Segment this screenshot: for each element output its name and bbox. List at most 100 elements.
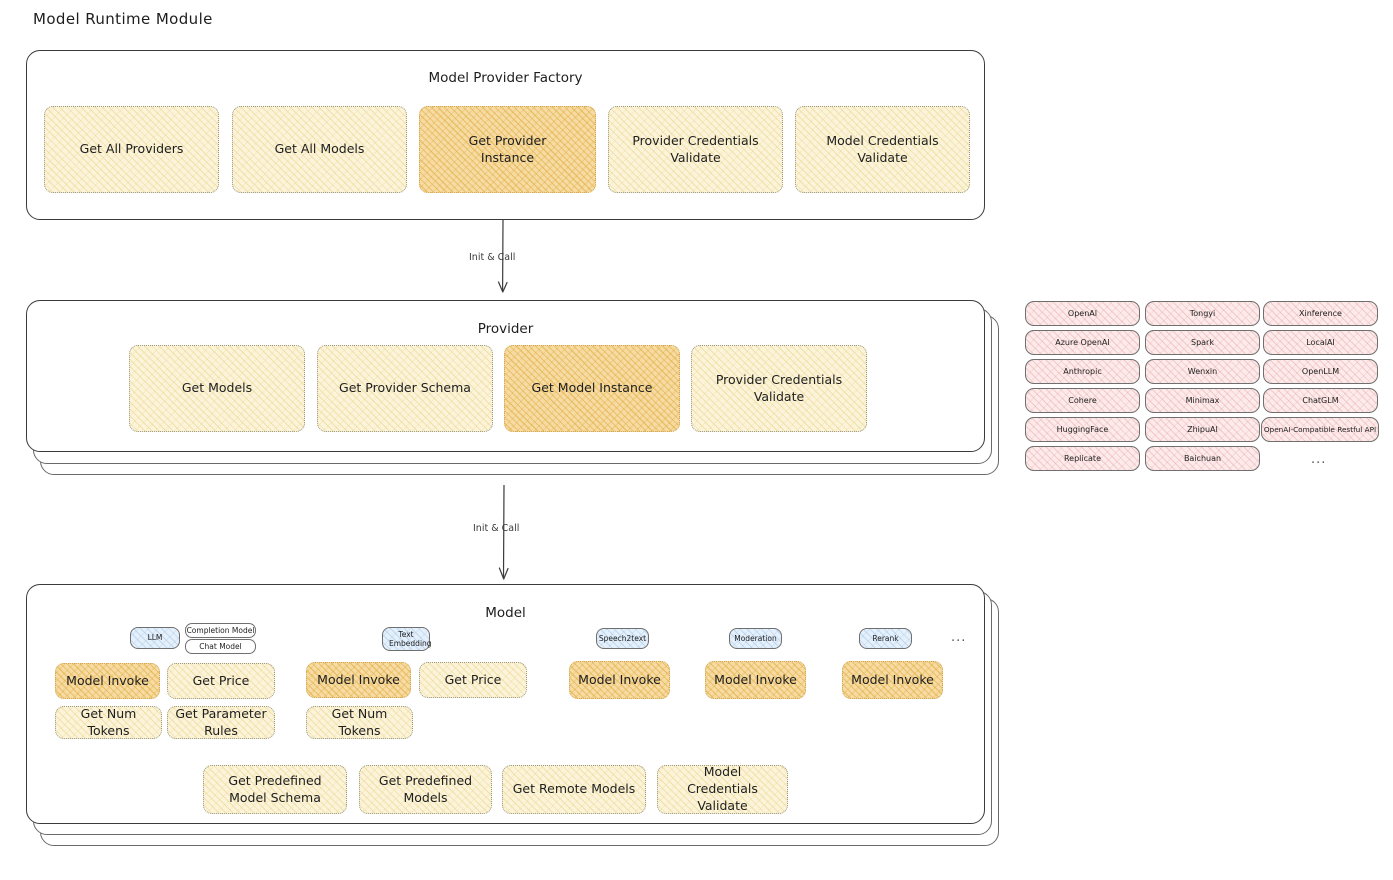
model-type-label: Rerank — [872, 633, 899, 643]
provider-chip-label: HuggingFace — [1056, 425, 1109, 434]
llm-op-get-price[interactable]: Get Price — [167, 663, 275, 699]
model-common-op-model-credentials-validate[interactable]: Model Credentials Validate — [657, 764, 788, 814]
model-common-op-get-predefined-models[interactable]: Get Predefined Models — [359, 765, 492, 814]
provider-chip-spark[interactable]: Spark — [1145, 330, 1260, 355]
provider-box-label: Get Provider Schema — [339, 380, 471, 396]
provider-chip-label: Cohere — [1068, 396, 1097, 405]
provider-chip-label: Baichuan — [1183, 454, 1222, 463]
provider-chip-openllm[interactable]: OpenLLM — [1263, 359, 1378, 384]
llm-op-get-parameter-rules[interactable]: Get Parameter Rules — [167, 706, 275, 739]
model-type-label: Moderation — [734, 633, 777, 643]
provider-list-more: ... — [1311, 452, 1327, 467]
provider-chip-azure-openai[interactable]: Azure OpenAI — [1025, 330, 1140, 355]
model-subtype-label: Completion Model — [186, 626, 255, 635]
text-embedding-op-get-price[interactable]: Get Price — [419, 662, 527, 698]
provider-box-label: Provider Credentials Validate — [715, 371, 843, 404]
op-label: Get Parameter Rules — [175, 705, 267, 738]
op-label: Get Num Tokens — [80, 705, 137, 738]
op-label: Model Invoke — [578, 671, 661, 687]
provider-chip-baichuan[interactable]: Baichuan — [1145, 446, 1260, 471]
provider-chip-zhipuai[interactable]: ZhipuAI — [1145, 417, 1260, 442]
provider-chip-label: ZhipuAI — [1187, 425, 1218, 434]
model-subtype-label: Chat Model — [199, 642, 242, 651]
provider-chip-chatglm[interactable]: ChatGLM — [1263, 388, 1378, 413]
provider-chip-localai[interactable]: LocalAI — [1263, 330, 1378, 355]
connector-provider-to-model-label: Init & Call — [473, 523, 520, 534]
page-title: Model Runtime Module — [33, 10, 213, 28]
provider-chip-label: Replicate — [1063, 454, 1101, 463]
op-label: Model Invoke — [317, 671, 400, 687]
provider-chip-huggingface[interactable]: HuggingFace — [1025, 417, 1140, 442]
factory-box-get-all-providers[interactable]: Get All Providers — [44, 106, 219, 193]
provider-title: Provider — [477, 321, 534, 337]
op-label: Get Predefined Models — [378, 772, 473, 805]
op-label: Get Remote Models — [512, 781, 636, 797]
provider-chip-minimax[interactable]: Minimax — [1145, 388, 1260, 413]
provider-box-get-models[interactable]: Get Models — [129, 345, 305, 432]
factory-box-label: Model Credentials Validate — [826, 132, 939, 165]
model-provider-factory-title: Model Provider Factory — [428, 70, 583, 86]
provider-chip-label: ChatGLM — [1302, 396, 1339, 405]
factory-box-get-provider-instance[interactable]: Get Provider Instance — [419, 106, 596, 193]
provider-chip-replicate[interactable]: Replicate — [1025, 446, 1140, 471]
speech2text-op-model-invoke[interactable]: Model Invoke — [569, 661, 670, 699]
provider-chip-label: Tongyi — [1189, 309, 1216, 318]
op-label: Get Price — [192, 672, 250, 688]
rerank-op-model-invoke[interactable]: Model Invoke — [842, 661, 943, 699]
factory-box-label: Get All Providers — [79, 141, 184, 157]
model-subtype-chip-completion-model[interactable]: Completion Model — [185, 623, 256, 638]
provider-chip-anthropic[interactable]: Anthropic — [1025, 359, 1140, 384]
model-type-chip-moderation[interactable]: Moderation — [729, 628, 782, 649]
provider-chip-label: Minimax — [1185, 396, 1220, 405]
model-common-op-get-predefined-model-schema[interactable]: Get Predefined Model Schema — [203, 765, 347, 814]
provider-chip-label: OpenLLM — [1301, 367, 1340, 376]
connector-factory-to-provider — [497, 220, 508, 293]
op-label: Get Num Tokens — [331, 705, 388, 738]
provider-chip-label: Azure OpenAI — [1055, 338, 1110, 347]
model-subtype-chip-chat-model[interactable]: Chat Model — [185, 639, 256, 654]
provider-box-get-model-instance[interactable]: Get Model Instance — [504, 345, 680, 432]
model-type-chip-speech2text[interactable]: Speech2text — [596, 628, 649, 649]
model-common-op-get-remote-models[interactable]: Get Remote Models — [502, 765, 646, 814]
model-title: Model — [485, 605, 526, 621]
model-type-label: Text Embedding — [389, 629, 432, 648]
model-panel: Model — [26, 584, 985, 824]
model-type-chip-rerank[interactable]: Rerank — [859, 628, 912, 649]
factory-box-provider-credentials-validate[interactable]: Provider Credentials Validate — [608, 106, 783, 193]
provider-chip-label: LocalAI — [1306, 338, 1335, 347]
text-embedding-op-model-invoke[interactable]: Model Invoke — [306, 662, 411, 698]
factory-box-model-credentials-validate[interactable]: Model Credentials Validate — [795, 106, 970, 193]
llm-op-model-invoke[interactable]: Model Invoke — [55, 663, 160, 699]
moderation-op-model-invoke[interactable]: Model Invoke — [705, 661, 806, 699]
op-label: Get Price — [444, 671, 502, 687]
provider-chip-tongyi[interactable]: Tongyi — [1145, 301, 1260, 326]
op-label: Get Predefined Model Schema — [228, 772, 322, 805]
model-type-chip-llm[interactable]: LLM — [130, 627, 180, 649]
op-label: Model Credentials Validate — [687, 764, 758, 813]
provider-chip-label: OpenAI — [1067, 309, 1098, 318]
provider-chip-wenxin[interactable]: Wenxin — [1145, 359, 1260, 384]
op-label: Model Invoke — [851, 671, 934, 687]
provider-chip-cohere[interactable]: Cohere — [1025, 388, 1140, 413]
factory-box-label: Get All Models — [274, 141, 365, 157]
llm-op-get-num-tokens[interactable]: Get Num Tokens — [55, 706, 162, 739]
model-type-chip-text-embedding[interactable]: Text Embedding — [382, 627, 432, 651]
text-embedding-op-get-num-tokens[interactable]: Get Num Tokens — [306, 706, 413, 739]
factory-box-get-all-models[interactable]: Get All Models — [232, 106, 407, 193]
provider-box-get-provider-schema[interactable]: Get Provider Schema — [317, 345, 493, 432]
provider-chip-label: Wenxin — [1187, 367, 1218, 376]
model-type-label: LLM — [147, 633, 163, 643]
provider-chip-label: Spark — [1191, 338, 1214, 347]
provider-chip-openai-compatible-restful-api[interactable]: OpenAI-Compatible Restful API — [1261, 417, 1379, 442]
provider-box-provider-credentials-validate[interactable]: Provider Credentials Validate — [691, 345, 867, 432]
op-label: Model Invoke — [66, 672, 149, 688]
op-label: Model Invoke — [714, 671, 797, 687]
model-type-label: Speech2text — [598, 633, 647, 643]
provider-chip-xinference[interactable]: Xinference — [1263, 301, 1378, 326]
provider-chip-label: Anthropic — [1063, 367, 1102, 376]
provider-box-label: Get Model Instance — [531, 380, 653, 396]
factory-box-label: Get Provider Instance — [468, 132, 547, 165]
provider-chip-openai[interactable]: OpenAI — [1025, 301, 1140, 326]
provider-box-label: Get Models — [181, 380, 253, 396]
